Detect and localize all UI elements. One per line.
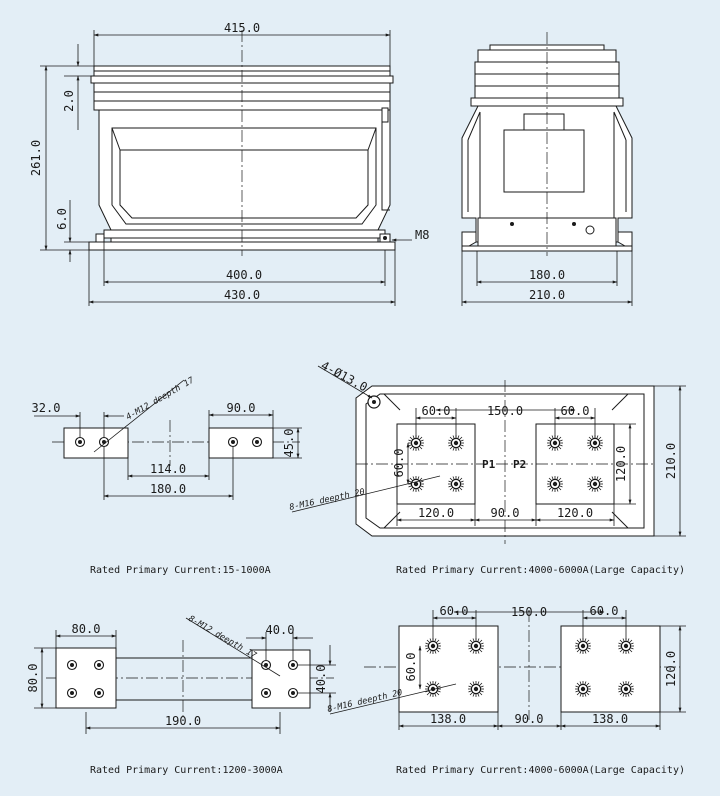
dim-plate-height-2: 120.0 xyxy=(614,446,628,482)
corner-holes-label: 4-Ø13.0 xyxy=(319,358,370,394)
dim-plate-left-2: 120.0 xyxy=(418,506,454,520)
dim-plate-height-4: 120.0 xyxy=(664,651,678,687)
dim-base-width: 430.0 xyxy=(224,288,260,302)
dim-plate-height-3: 80.0 xyxy=(26,664,40,693)
front-view: 415.0 261.0 2.0 6.0 M8 400.0 430.0 xyxy=(29,21,429,306)
dim-center-2: 150.0 xyxy=(487,404,523,418)
dim-hole-left: 60.0 xyxy=(422,404,451,418)
dim-step-top: 2.0 xyxy=(62,90,76,112)
bolt-label-4: 8-M16 deepth 20 xyxy=(326,688,403,715)
terminal-drawing-1200-3000a: 80.0 80.0 8-M12 deepth 17 40.0 40.0 190.… xyxy=(26,614,336,734)
terminal-drawing-15-1000a: 32.0 4-M12 deepth 17 90.0 45.0 114.0 180… xyxy=(32,375,302,500)
dim-hole-y-3: 40.0 xyxy=(314,665,328,694)
dim-gap-4: 90.0 xyxy=(515,712,544,726)
dim-center-4: 150.0 xyxy=(511,605,547,619)
dim-vertical-4: 60.0 xyxy=(404,653,418,682)
dim-top-width: 415.0 xyxy=(224,21,260,35)
dim-hole-x-3: 40.0 xyxy=(266,623,295,637)
dim-side-inner: 180.0 xyxy=(529,268,565,282)
dim-inner-width: 400.0 xyxy=(226,268,262,282)
terminal-p2: P2 xyxy=(513,458,526,471)
dim-center-spacing: 180.0 xyxy=(150,482,186,496)
dim-step-bottom: 6.0 xyxy=(55,208,69,230)
caption-4000-6000a-b: Rated Primary Current:4000-6000A(Large C… xyxy=(396,765,685,776)
caption-15-1000a: Rated Primary Current:15-1000A xyxy=(90,565,271,576)
caption-4000-6000a-a: Rated Primary Current:4000-6000A(Large C… xyxy=(396,565,685,576)
dim-gap-2: 90.0 xyxy=(491,506,520,520)
bolt-label-1: 4-M12 deepth 17 xyxy=(125,375,197,422)
side-view: 180.0 210.0 xyxy=(461,32,633,306)
dim-hole-right-4: 60.0 xyxy=(590,604,619,618)
dim-plate-width-3: 80.0 xyxy=(72,622,101,636)
terminal-drawing-4000-6000a-b: 60.0 150.0 60.0 60.0 120.0 8-M16 deepth … xyxy=(326,604,686,730)
dim-height: 261.0 xyxy=(29,140,43,176)
dim-offset: 32.0 xyxy=(32,401,61,415)
bolt-label-2: 8-M16 deepth 20 xyxy=(289,487,366,513)
dim-center-3: 190.0 xyxy=(165,714,201,728)
dim-bar-height: 45.0 xyxy=(282,429,296,458)
dim-bar-width: 90.0 xyxy=(227,401,256,415)
dim-hole-spacing: 114.0 xyxy=(150,462,186,476)
dim-vertical-2: 60.0 xyxy=(392,449,406,478)
dim-plate-right-2: 120.0 xyxy=(557,506,593,520)
terminal-p1: P1 xyxy=(482,458,496,471)
terminal-drawing-4000-6000a-a: P1 P2 4-Ø13.0 60.0 150.0 60.0 60.0 8-M16… xyxy=(289,358,686,544)
dim-overall-height: 210.0 xyxy=(664,443,678,479)
dim-plate-right-4: 138.0 xyxy=(592,712,628,726)
dim-side-base: 210.0 xyxy=(529,288,565,302)
dim-hole-left-4: 60.0 xyxy=(440,604,469,618)
caption-1200-3000a: Rated Primary Current:1200-3000A xyxy=(90,765,283,776)
dim-plate-left-4: 138.0 xyxy=(430,712,466,726)
bolt-m8: M8 xyxy=(415,228,429,242)
dim-hole-right: 60.0 xyxy=(561,404,590,418)
